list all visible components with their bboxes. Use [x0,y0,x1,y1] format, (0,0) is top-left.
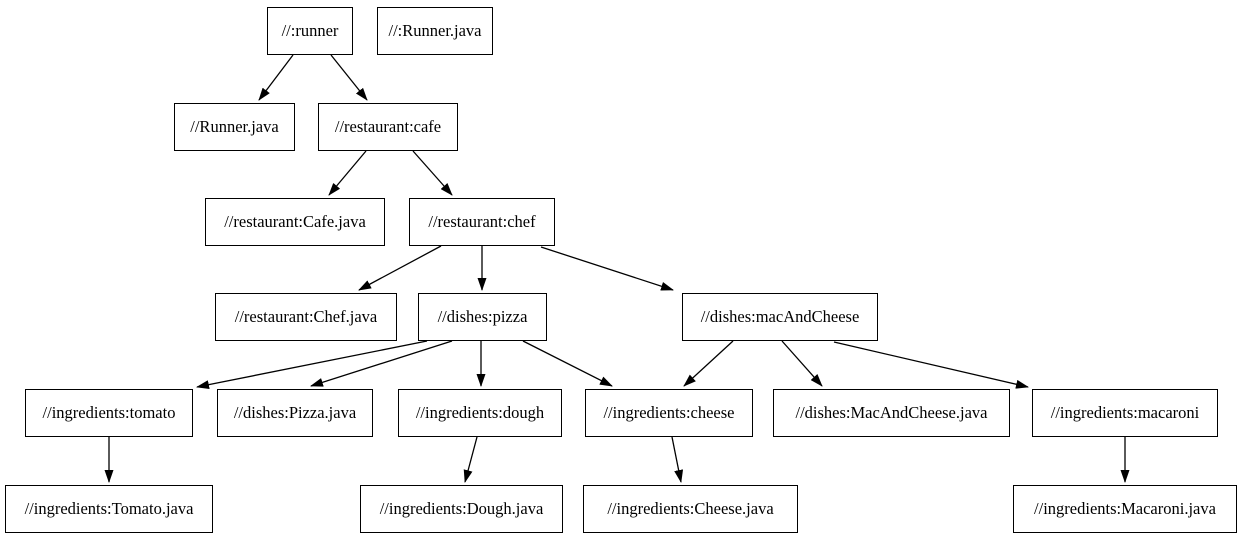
node-runner-java: //Runner.java [174,103,295,151]
edge-mac-and-cheese-to-mac-and-cheese-java [781,340,823,387]
node-runner: //:runner [267,7,353,55]
node-cafe: //restaurant:cafe [318,103,458,151]
edge-chef-to-mac-and-cheese [540,246,674,291]
node-chef-java: //restaurant:Chef.java [215,293,397,341]
edge-mac-and-cheese-to-macaroni [833,341,1029,389]
node-mac-and-cheese-java: //dishes:MacAndCheese.java [773,389,1010,437]
edge-chef-to-chef-java [358,245,442,291]
node-pizza: //dishes:pizza [418,293,547,341]
node-cheese: //ingredients:cheese [585,389,753,437]
node-cafe-java: //restaurant:Cafe.java [205,198,385,246]
edge-pizza-to-cheese [522,340,613,387]
node-macaroni-java: //ingredients:Macaroni.java [1013,485,1237,533]
edge-pizza-to-pizza-java [310,340,453,387]
node-pizza-java: //dishes:Pizza.java [217,389,373,437]
edge-dough-to-dough-java [463,436,478,483]
node-macaroni: //ingredients:macaroni [1032,389,1218,437]
node-chef: //restaurant:chef [409,198,555,246]
edge-cheese-to-cheese-java [671,436,684,483]
edge-pizza-to-tomato [196,340,428,390]
node-tomato-java: //ingredients:Tomato.java [5,485,213,533]
edge-runner-to-cafe [330,54,368,101]
edge-runner-to-runner-java [258,54,294,101]
node-mac-and-cheese: //dishes:macAndCheese [682,293,878,341]
edge-mac-and-cheese-to-cheese [683,340,734,387]
node-tomato: //ingredients:tomato [25,389,193,437]
node-dough: //ingredients:dough [398,389,562,437]
node-runner-java-root: //:Runner.java [377,7,493,55]
edge-cafe-to-chef [412,150,453,196]
node-cheese-java: //ingredients:Cheese.java [583,485,798,533]
edge-cafe-to-cafe-java [328,150,367,196]
node-dough-java: //ingredients:Dough.java [360,485,563,533]
